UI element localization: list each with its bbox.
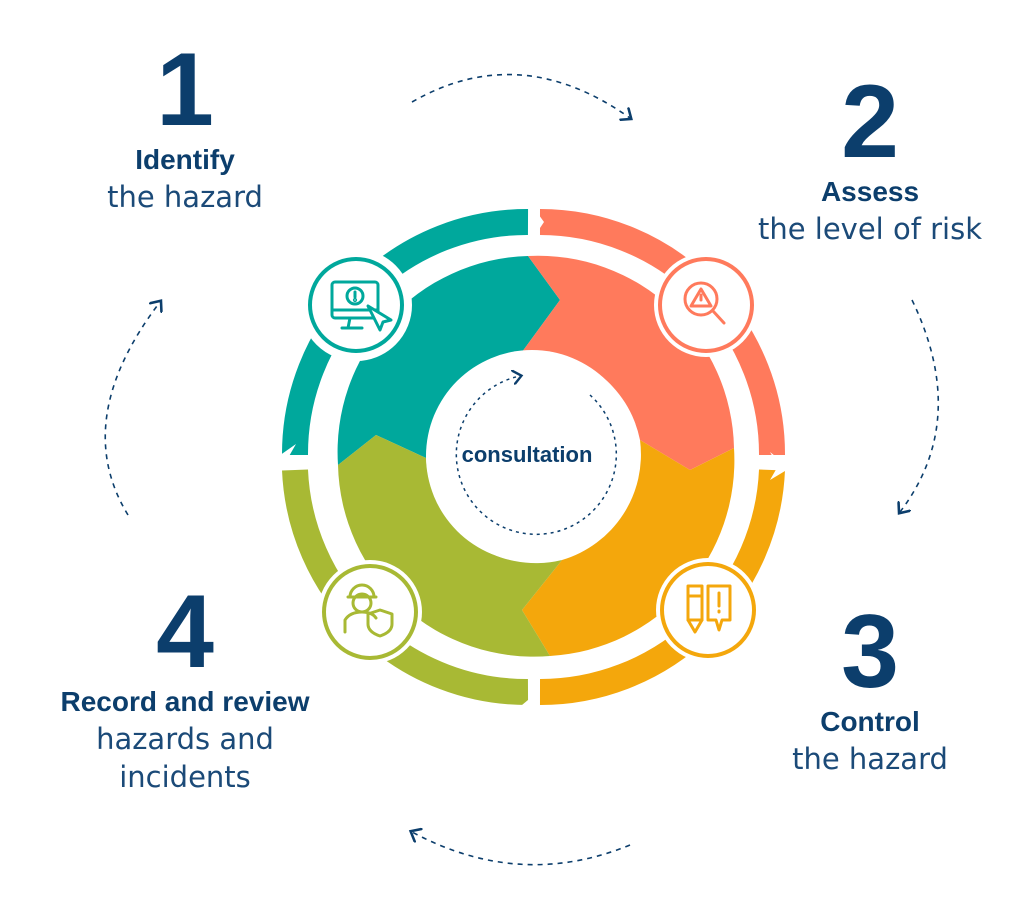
inner-quadrant-coral xyxy=(522,255,734,470)
center-circle xyxy=(426,350,638,562)
step-3-number: 3 xyxy=(841,594,899,710)
arrow-1-to-2 xyxy=(411,73,630,118)
step-1: 1 Identify the hazard xyxy=(85,38,285,216)
step-2-description: the level of risk xyxy=(757,212,983,246)
step-4-number: 4 xyxy=(156,574,214,690)
pencil-alert-icon xyxy=(686,584,732,634)
step-1-description: the hazard xyxy=(107,180,263,214)
step-2-title: Assess xyxy=(820,176,920,207)
worker-shield-icon xyxy=(343,583,394,638)
arrow-4-to-1 xyxy=(104,302,160,516)
inner-arrows xyxy=(337,255,735,657)
step-4-description: hazards and incidents xyxy=(96,722,274,794)
step-2-number: 2 xyxy=(841,64,899,180)
arrow-3-to-4 xyxy=(412,832,631,866)
monitor-alert-icon xyxy=(330,280,393,332)
outer-cycle-arrows xyxy=(104,73,940,866)
step-1-title: Identify xyxy=(135,144,235,175)
step-4-title: Record and review xyxy=(60,686,310,717)
step-3: 3 Control the hazard xyxy=(760,600,980,778)
step-2: 2 Assess the level of risk xyxy=(720,70,1020,248)
step-4: 4 Record and review hazards and incident… xyxy=(20,580,350,796)
inner-quadrant-orange xyxy=(522,440,735,656)
warning-magnifier-icon xyxy=(683,281,726,325)
center-label: consultation xyxy=(461,442,593,467)
ring-notches xyxy=(276,200,790,716)
inner-quadrant-teal xyxy=(337,256,560,465)
step-3-description: the hazard xyxy=(792,742,948,776)
step-3-title: Control xyxy=(820,706,920,737)
arrow-2-to-3 xyxy=(900,299,940,512)
inner-quadrant-olive xyxy=(338,435,562,657)
step-1-number: 1 xyxy=(156,32,214,148)
